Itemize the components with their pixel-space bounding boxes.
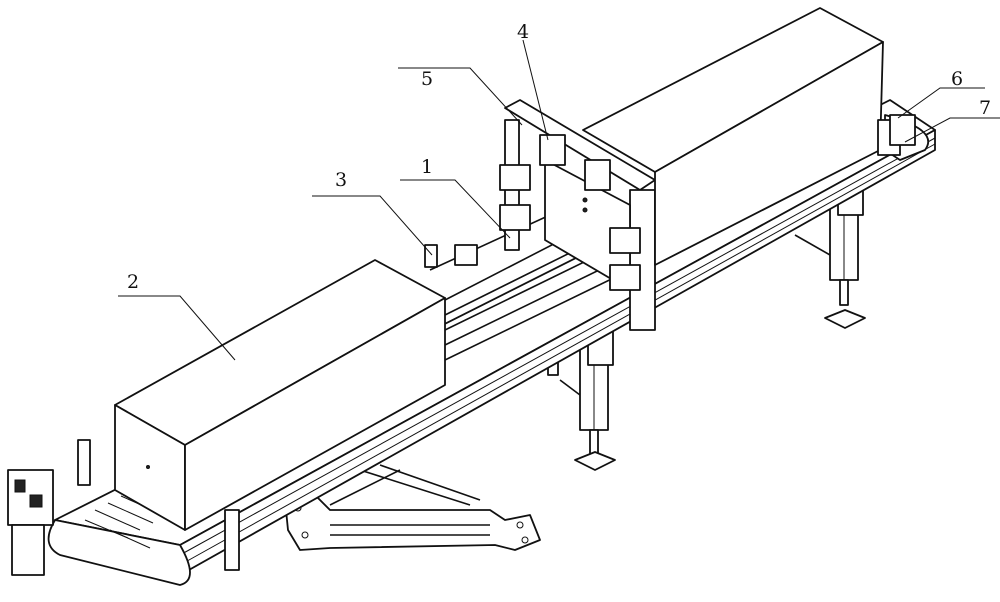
box-front xyxy=(114,259,446,531)
box-rear xyxy=(582,7,884,266)
support-leg-front xyxy=(547,324,616,471)
gate-frame xyxy=(499,99,656,331)
under-frame xyxy=(284,464,541,551)
sensor-3 xyxy=(424,244,478,268)
sensor-6-7 xyxy=(877,114,916,156)
label-7: 7 xyxy=(979,97,991,119)
label-4: 4 xyxy=(517,21,529,43)
label-6: 6 xyxy=(951,68,963,90)
label-5: 5 xyxy=(421,68,433,90)
label-2: 2 xyxy=(127,271,139,293)
drive-motor xyxy=(7,439,240,576)
label-1: 1 xyxy=(421,156,433,178)
leader-lines xyxy=(118,39,1000,361)
label-3: 3 xyxy=(335,169,347,191)
